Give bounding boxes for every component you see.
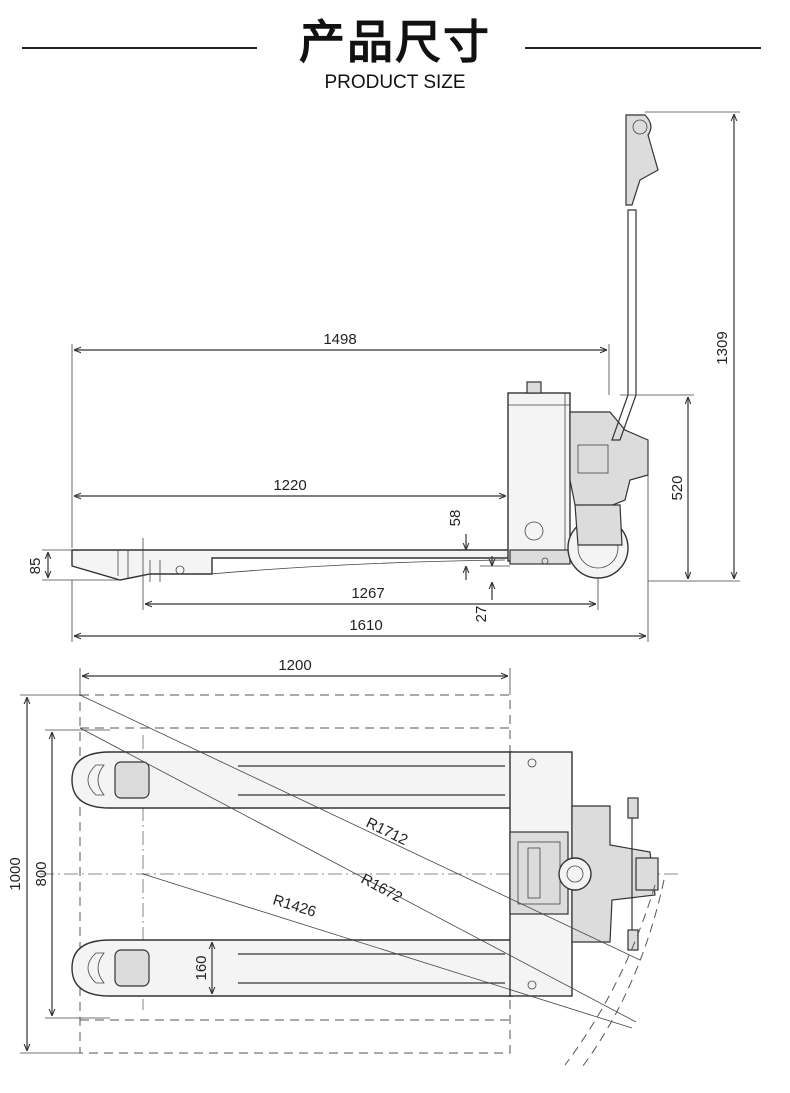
side-view: 1309 520 1498 1220 58 85 1267 27 bbox=[27, 111, 740, 642]
dim-radius-1672: R1672 bbox=[358, 871, 405, 907]
dim-fork-height: 58 bbox=[447, 510, 464, 527]
side-drive-unit bbox=[569, 411, 649, 511]
header-rule-right bbox=[525, 47, 761, 49]
side-handle-head bbox=[625, 114, 659, 206]
dim-radius-1712: R1712 bbox=[363, 814, 410, 849]
top-steer-hub bbox=[558, 857, 592, 891]
side-fork bbox=[71, 549, 511, 581]
dim-pallet-length: 1200 bbox=[278, 657, 311, 674]
side-key bbox=[524, 521, 544, 541]
dim-overall-length: 1610 bbox=[349, 617, 382, 634]
dim-fork-thickness: 85 bbox=[27, 558, 44, 575]
dim-wheelbase: 1267 bbox=[351, 585, 384, 602]
top-drive-unit bbox=[571, 805, 656, 943]
fork-roller-side bbox=[175, 565, 185, 575]
dim-overall-height: 1309 bbox=[714, 331, 731, 364]
dim-fork-outer-width: 800 bbox=[33, 861, 50, 886]
side-body bbox=[507, 392, 571, 562]
radius-line-1712 bbox=[79, 694, 641, 961]
side-handle-shaft bbox=[611, 209, 637, 441]
dim-ground-clearance: 27 bbox=[473, 606, 490, 623]
load-roller-lower bbox=[114, 949, 150, 987]
page-header: 产品尺寸 PRODUCT SIZE bbox=[0, 0, 790, 100]
dim-fork-width: 160 bbox=[193, 955, 210, 980]
page-title: 产品尺寸 bbox=[299, 15, 491, 69]
turning-arc-outer bbox=[579, 879, 665, 1071]
dim-body-height: 520 bbox=[669, 475, 686, 500]
load-roller-upper bbox=[114, 761, 150, 799]
top-view: R1712 R1672 R1426 1200 1000 800 160 bbox=[7, 657, 680, 1071]
dim-pallet-width: 1000 bbox=[7, 857, 24, 890]
radius-line-1672 bbox=[79, 727, 637, 1023]
header-rule-left bbox=[22, 47, 257, 49]
page-subtitle: PRODUCT SIZE bbox=[324, 72, 466, 93]
radius-line-1426 bbox=[142, 873, 633, 1029]
side-cap bbox=[526, 381, 542, 394]
dim-fork-length-1220: 1220 bbox=[273, 477, 306, 494]
dim-fork-length-1498: 1498 bbox=[323, 331, 356, 348]
